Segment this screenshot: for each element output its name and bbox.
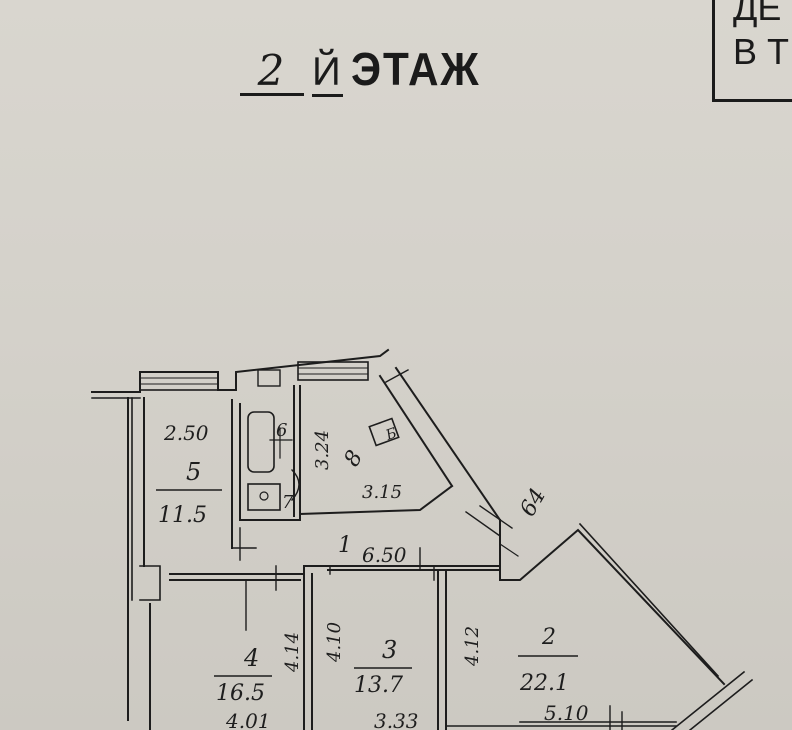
stove-mark: Б xyxy=(383,425,399,444)
washbasin xyxy=(247,483,281,511)
room4-length: 4.14 xyxy=(282,632,303,673)
room3-number: 3 xyxy=(382,636,397,664)
room7-number: 7 xyxy=(282,492,294,513)
bathtub xyxy=(247,411,275,473)
room8-width: 3.15 xyxy=(362,482,402,503)
room3-width: 3.33 xyxy=(374,709,419,730)
floor-number: 2 xyxy=(240,49,304,96)
room8-length: 3.24 xyxy=(312,430,333,470)
room5-area: 11.5 xyxy=(158,503,207,528)
floor-word: ЭТАЖ xyxy=(350,43,481,95)
room1-number: 1 xyxy=(338,533,352,558)
plan-walls xyxy=(91,348,754,730)
room4-width: 4.01 xyxy=(225,709,271,730)
room3-area: 13.7 xyxy=(354,673,403,698)
room2-number: 2 xyxy=(541,625,556,650)
room5-width: 2.50 xyxy=(163,421,209,445)
room3-right-length: 4.12 xyxy=(462,626,483,667)
window-room5 xyxy=(139,371,219,391)
room-2: 2 4.12 2 22.1 5.10 xyxy=(462,625,589,725)
floor-suffix: Й xyxy=(312,50,343,97)
room-1: 1 6.50 xyxy=(338,533,407,567)
bay-dimension: 64 xyxy=(516,484,552,521)
room2-area: 22.1 xyxy=(519,671,569,696)
room6-number: 6 xyxy=(276,420,287,441)
room-8: 3.24 8 3.15 Б xyxy=(312,425,402,503)
window-room8 xyxy=(297,361,369,381)
room2-width: 5.10 xyxy=(544,701,589,725)
room-5: 2.50 5 11.5 xyxy=(156,421,222,528)
window-bath xyxy=(257,369,281,387)
floor-title: 2 Й ЭТАЖ xyxy=(240,42,491,97)
room4-area: 16.5 xyxy=(216,681,265,706)
room8-number: 8 xyxy=(340,446,369,471)
room5-number: 5 xyxy=(186,458,201,486)
corner-stamp-line1: ДЕ xyxy=(733,0,782,28)
stove xyxy=(368,417,400,447)
room-4: 4.14 4 16.5 4.01 xyxy=(214,632,303,730)
corner-stamp-line2: В ТІ xyxy=(733,31,792,72)
room3-length: 4.10 xyxy=(324,622,345,663)
room-3: 4.10 3 13.7 3.33 xyxy=(324,622,419,730)
room1-dimension: 6.50 xyxy=(362,543,407,567)
room4-number: 4 xyxy=(243,644,259,672)
corner-stamp-box: ДЕ В ТІ xyxy=(712,0,792,102)
